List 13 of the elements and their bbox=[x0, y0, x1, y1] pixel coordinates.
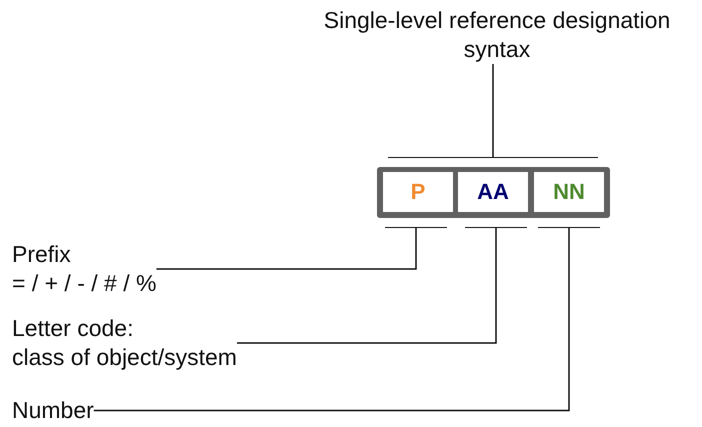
leader-line bbox=[236, 228, 497, 344]
description-text: class of object/system bbox=[12, 343, 237, 372]
leader-line bbox=[94, 228, 570, 412]
description-text: = / + / - / # / % bbox=[12, 269, 156, 298]
description-text: Letter code: bbox=[12, 314, 134, 343]
code-letters: AA bbox=[477, 179, 509, 205]
leader-line bbox=[156, 228, 417, 270]
code-letters: NN bbox=[553, 179, 585, 205]
code-letters: P bbox=[410, 179, 426, 205]
description-text: Number bbox=[12, 396, 94, 425]
heading-text: Single-level reference designation syntax bbox=[297, 6, 697, 64]
connector-line bbox=[492, 64, 494, 157]
description-text: Prefix bbox=[12, 240, 71, 269]
